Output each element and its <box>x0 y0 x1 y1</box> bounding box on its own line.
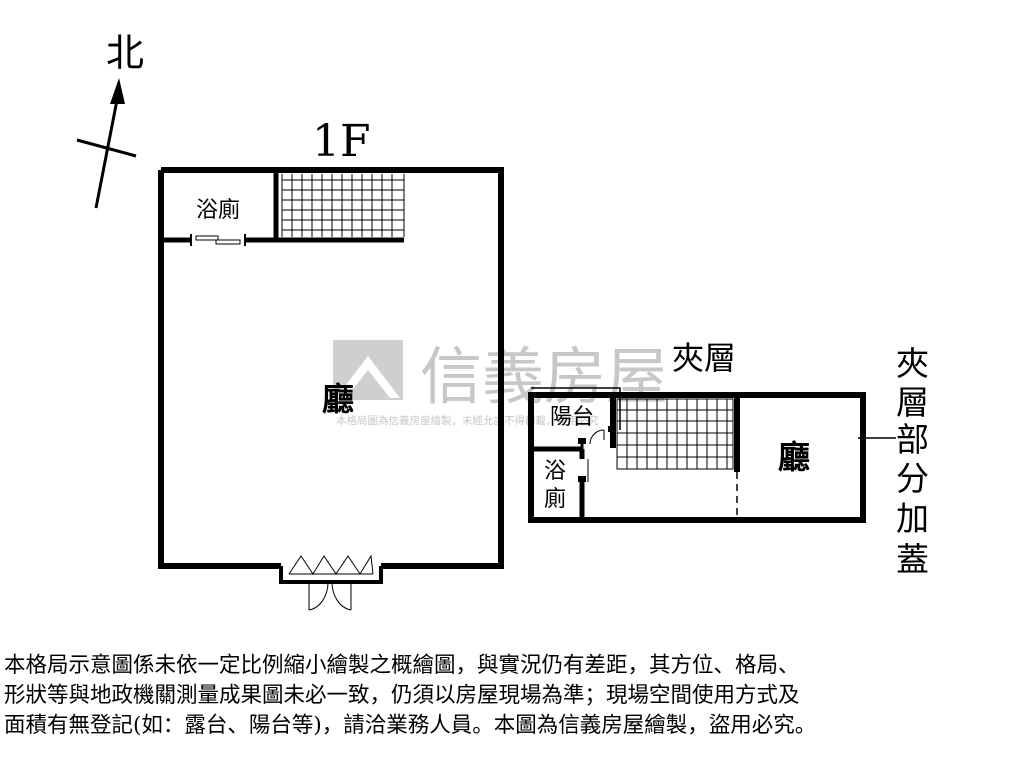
floor1-staircase <box>281 174 405 237</box>
floor1-entrance-door <box>279 554 383 611</box>
bathroom-sliding-door <box>195 235 219 241</box>
floor1-bathroom-label: 浴廁 <box>196 198 240 223</box>
side-note-char: 夾 <box>896 344 929 383</box>
mezzanine-plan: 陽台 浴 廁 廳 夾 層 部 分 加 蓋 <box>528 344 929 579</box>
disclaimer-line: 面積有無登記(如：露台、陽台等)，請洽業務人員。本圖為信義房屋繪製，盜用必究。 <box>4 713 817 738</box>
floor1-title: 1F <box>312 116 371 167</box>
disclaimer-line: 本格局示意圖係未依一定比例縮小繪製之概繪圖，與實況仍有差距，其方位、格局、 <box>4 653 800 678</box>
north-arrow-icon <box>110 78 125 104</box>
side-note-char: 部 <box>896 420 929 459</box>
watermark-brand: 信義房屋 <box>420 340 668 413</box>
side-note-char: 分 <box>896 459 929 498</box>
floor1-living-label: 廳 <box>322 380 354 418</box>
floor-plan: 信義房屋 本格局圖為信義房屋繪製，未經允許不得轉載，盜用必究 北 1F <box>76 31 929 611</box>
side-note-char: 層 <box>896 383 929 422</box>
mezzanine-balcony-label: 陽台 <box>550 405 594 430</box>
disclaimer: 本格局示意圖係未依一定比例縮小繪製之概繪圖，與實況仍有差距，其方位、格局、 形狀… <box>4 651 1020 741</box>
watermark-logo-icon <box>333 340 403 400</box>
compass-needle <box>94 99 119 209</box>
north-label: 北 <box>106 31 144 75</box>
north-compass: 北 <box>76 31 144 209</box>
mezzanine-bathroom-label-2: 廁 <box>544 487 566 512</box>
disclaimer-line: 形狀等與地政機關測量成果圖未必一致，仍須以房屋現場為準；現場空間使用方式及 <box>4 683 800 708</box>
mezzanine-staircase <box>616 398 734 470</box>
side-note-char: 蓋 <box>896 540 929 579</box>
mezzanine-bathroom-label-1: 浴 <box>544 459 566 484</box>
side-note-char: 加 <box>896 499 929 538</box>
floor1-plan: 浴廁 廳 <box>158 167 504 611</box>
side-note: 夾 層 部 分 加 蓋 <box>896 344 929 579</box>
compass-crossbar <box>76 138 137 158</box>
mezzanine-living-label: 廳 <box>778 438 810 476</box>
mezzanine-title: 夾層 <box>672 339 736 377</box>
